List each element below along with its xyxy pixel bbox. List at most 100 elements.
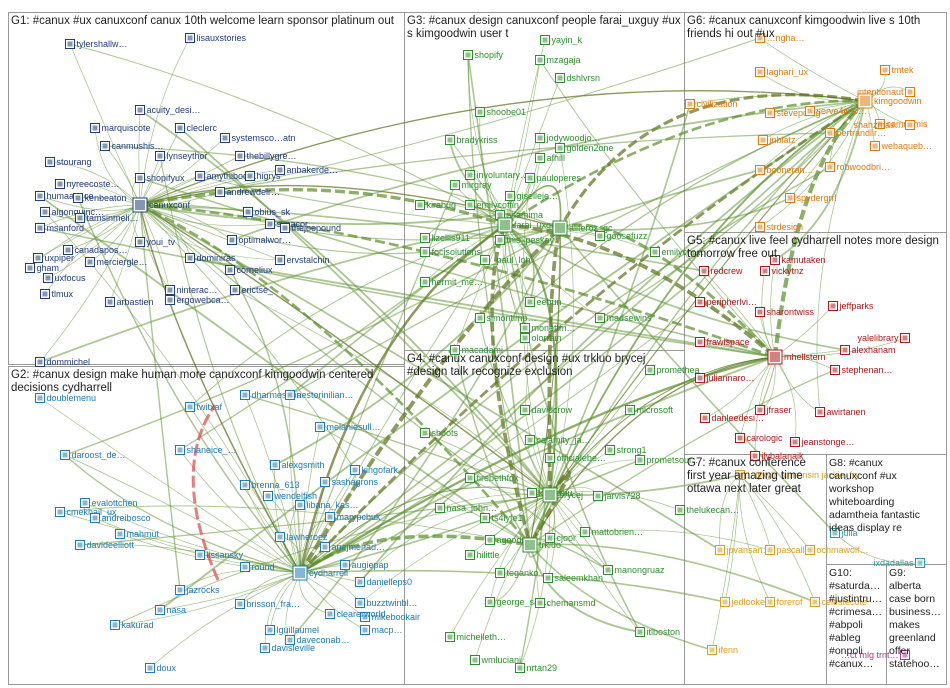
- node-ervstalchin[interactable]: ervstalchin: [276, 255, 330, 265]
- node-teganko[interactable]: teganko: [496, 568, 539, 578]
- node-carologic[interactable]: carologic: [736, 433, 784, 443]
- node-sboots[interactable]: sboots: [421, 428, 459, 438]
- node-davidcrow[interactable]: davidcrow: [521, 405, 573, 415]
- node-alexhanam[interactable]: alexhanam: [841, 345, 896, 355]
- node-arbastien[interactable]: arbastien: [106, 297, 154, 307]
- node-monettm[interactable]: monettm…: [521, 323, 576, 333]
- node-danielleps0[interactable]: danielleps0: [356, 577, 413, 587]
- node-mattobrien[interactable]: mattobrien…: [581, 527, 644, 537]
- node-golden2one[interactable]: golden2one: [556, 143, 614, 153]
- node-emilycoffin[interactable]: emilycoffin: [466, 200, 519, 210]
- node-stourang[interactable]: stourang: [46, 157, 92, 167]
- node-lizellis911[interactable]: lizellis911: [421, 233, 470, 243]
- node-stephenan[interactable]: stephenan…: [831, 365, 893, 375]
- node-davideelliott[interactable]: davideelliott: [76, 540, 135, 550]
- node-lisauxstories[interactable]: lisauxstories: [186, 33, 247, 43]
- node-ifenn[interactable]: ifenn: [708, 645, 739, 655]
- node-ts4lyfe1[interactable]: ts4lyfe1: [481, 513, 523, 523]
- node-robwoodbri[interactable]: robwoodbri…: [826, 162, 891, 172]
- node-cjoor[interactable]: cjoor: [546, 533, 577, 543]
- node-goosefuzz[interactable]: goosefuzz: [596, 231, 649, 241]
- node-buzztwinbl[interactable]: buzztwinbl…: [356, 598, 418, 608]
- node-redcrew[interactable]: redcrew: [700, 266, 744, 276]
- node-corneliux[interactable]: corneliux: [226, 265, 274, 275]
- node-chemansmd[interactable]: chemansmd: [536, 598, 596, 608]
- node-dshlvrsn[interactable]: dshlvrsn: [556, 73, 601, 83]
- node-shoobe01[interactable]: shoobe01: [476, 107, 527, 117]
- node-sashagrons[interactable]: sashagrons: [321, 477, 379, 487]
- node-mahmut[interactable]: mahmut: [116, 529, 160, 539]
- node-nyreecoste[interactable]: nyreecoste…: [56, 179, 120, 189]
- node-ergowebca[interactable]: ergowebca…: [166, 295, 230, 305]
- node-uxfocus[interactable]: uxfocus: [44, 273, 87, 283]
- node-civilization[interactable]: civilization: [686, 99, 738, 109]
- node-yalelibrary[interactable]: yalelibrary: [857, 333, 909, 343]
- node-kenbeaton[interactable]: kenbeaton: [74, 193, 127, 203]
- node-itlboston[interactable]: itlboston: [636, 627, 681, 637]
- node-marypcbuk[interactable]: marypcbuk: [326, 512, 382, 522]
- node-nestorinilian[interactable]: nestorinilian…: [286, 390, 354, 400]
- node-obius-sk[interactable]: obius_sk: [244, 207, 291, 217]
- node-sharontwiss[interactable]: sharontwiss: [756, 307, 815, 317]
- node-nrtan29[interactable]: nrtan29: [516, 663, 558, 673]
- node-lawheroez[interactable]: lawheroez: [276, 532, 329, 542]
- node-tylershallw[interactable]: tylershallw…: [66, 39, 128, 49]
- node-simontimp[interactable]: simontimp…: [476, 313, 537, 323]
- node-daroost-de[interactable]: daroost_de…: [61, 450, 126, 460]
- node-jpvansan[interactable]: jpvansan…: [716, 545, 772, 555]
- node-gham[interactable]: gham: [26, 263, 60, 273]
- node-evalottchen[interactable]: evalottchen: [81, 498, 138, 508]
- node-jarvis728[interactable]: jarvis728: [594, 491, 641, 501]
- node-promethea[interactable]: promethea: [646, 365, 700, 375]
- node-eebun[interactable]: eebun_: [526, 297, 568, 307]
- node-hilittle[interactable]: hilittle: [466, 550, 500, 560]
- node-pauloperes[interactable]: pauloperes: [526, 173, 582, 183]
- node-jeffparks[interactable]: jeffparks: [829, 301, 874, 311]
- node-doublemenu[interactable]: doublemenu: [36, 393, 97, 403]
- node-jnblatz[interactable]: jnblatz: [759, 135, 797, 145]
- node-saleemkhan[interactable]: saleemkhan: [544, 573, 604, 583]
- node-ninterac[interactable]: ninterac…: [166, 285, 218, 295]
- node-marquiscote[interactable]: marquiscote: [91, 123, 151, 133]
- node-bradykriss[interactable]: bradykriss: [446, 135, 499, 145]
- node-anbakerde[interactable]: anbakerde…: [276, 165, 339, 175]
- node-kingofark[interactable]: kingofark: [351, 465, 399, 475]
- node-melaniesull[interactable]: melaniesull…: [316, 422, 381, 432]
- node-dominiras[interactable]: dominiras: [186, 253, 237, 263]
- node-paul-loh[interactable]: _paul_loh: [481, 255, 531, 265]
- node-trkluo[interactable]: trkluo: [523, 538, 561, 552]
- node-systemsco-atn[interactable]: systemsco…atn: [221, 133, 296, 143]
- node-shaneice[interactable]: shaneice_…: [176, 445, 237, 455]
- node-tlmux[interactable]: tlmux: [41, 289, 74, 299]
- node-jedlooker[interactable]: jedlooker: [721, 597, 769, 607]
- node-michelleth[interactable]: michelleth…: [446, 632, 507, 642]
- node-kakurad[interactable]: kakurad: [111, 620, 154, 630]
- node-lynseythor[interactable]: lynseythor: [156, 151, 208, 161]
- node-mhellstern[interactable]: mhellstern: [768, 350, 826, 364]
- node-alexgsmith[interactable]: alexgsmith: [271, 460, 325, 470]
- node-madsewins[interactable]: madsewins: [596, 313, 653, 323]
- node-merciergle[interactable]: merciergle…: [86, 257, 148, 267]
- node-officialebe[interactable]: officialebe…: [546, 453, 606, 463]
- node-msanford[interactable]: msanford: [36, 223, 85, 233]
- node-microsoft[interactable]: microsoft: [626, 405, 674, 415]
- node-cleclerc[interactable]: cleclerc: [176, 123, 218, 133]
- node-booneran[interactable]: booneran…: [756, 165, 814, 175]
- node-erictse[interactable]: erictse_: [231, 285, 275, 295]
- node-jazrocks[interactable]: jazrocks: [176, 585, 221, 595]
- node-shopifyux[interactable]: shopifyux: [136, 173, 186, 183]
- node-webaqueb[interactable]: webaqueb…: [871, 141, 933, 151]
- node-lguillaumel[interactable]: lguillaumel: [266, 625, 320, 635]
- node-macp[interactable]: macp…: [361, 625, 403, 635]
- node-peripherlvi[interactable]: peripherlvi…: [696, 297, 758, 307]
- node-clearerworld[interactable]: clearerworld: [326, 609, 386, 619]
- node-canmushis[interactable]: canmushis…: [101, 141, 164, 151]
- node-pascalla[interactable]: pascalla: [766, 545, 810, 555]
- node-round[interactable]: round: [241, 562, 275, 572]
- node-mzagaja[interactable]: mzagaja: [536, 55, 581, 65]
- node-tamsinmeli[interactable]: tamsinmeli…: [76, 213, 139, 223]
- node-mirgray[interactable]: mirgray: [451, 180, 493, 190]
- node-cydharrell[interactable]: cydharrell: [293, 566, 348, 580]
- node-focisolutions[interactable]: focisolutions: [421, 247, 482, 257]
- node-forerof[interactable]: forerof: [766, 597, 804, 607]
